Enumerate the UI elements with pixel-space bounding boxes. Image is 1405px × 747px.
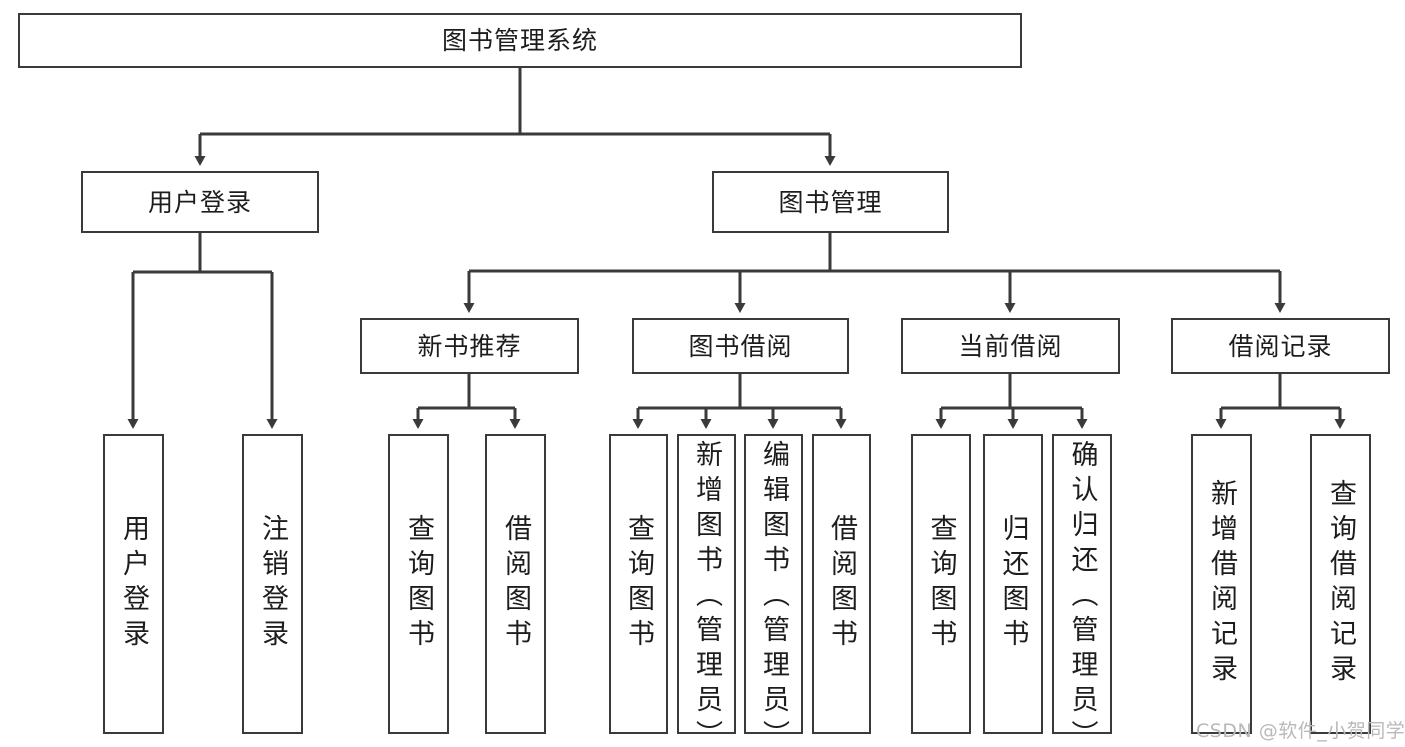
node-leaf-confirm-return-label: 确认归还（管理员） [1066,440,1098,747]
node-leaf-borrow-book-1-label: 借阅图书 [500,514,531,654]
node-leaf-borrow-book-2[interactable]: 借阅图书 [812,434,871,734]
node-book-manage-label: 图书管理 [778,187,883,217]
node-leaf-query-book-3-label: 查询图书 [925,514,957,654]
node-leaf-add-record[interactable]: 新增借阅记录 [1191,434,1252,734]
node-book-borrow-label: 图书借阅 [688,331,793,361]
node-borrow-record-label: 借阅记录 [1228,331,1333,361]
node-leaf-edit-book[interactable]: 编辑图书（管理员） [744,434,803,747]
node-user-login[interactable]: 用户登录 [81,171,319,233]
node-leaf-query-book-1-label: 查询图书 [403,514,434,654]
node-user-login-label: 用户登录 [147,187,252,217]
node-leaf-user-logout[interactable]: 注销登录 [242,434,303,734]
node-new-book-rec[interactable]: 新书推荐 [360,318,579,374]
node-leaf-edit-book-label: 编辑图书（管理员） [758,440,789,747]
node-leaf-query-book-1[interactable]: 查询图书 [388,434,449,734]
node-root[interactable]: 图书管理系统 [18,13,1022,68]
node-leaf-confirm-return[interactable]: 确认归还（管理员） [1052,434,1112,747]
node-borrow-record[interactable]: 借阅记录 [1171,318,1390,374]
node-new-book-rec-label: 新书推荐 [417,331,522,361]
node-leaf-user-logout-label: 注销登录 [257,514,288,654]
node-current-borrow-label: 当前借阅 [958,331,1063,361]
watermark: CSDN @软件_小贺同学 [1196,720,1405,742]
node-leaf-user-login-label: 用户登录 [118,514,149,654]
node-leaf-query-record[interactable]: 查询借阅记录 [1310,434,1371,734]
node-leaf-query-book-3[interactable]: 查询图书 [911,434,971,734]
node-leaf-query-record-label: 查询借阅记录 [1325,479,1356,689]
node-leaf-return-book[interactable]: 归还图书 [983,434,1043,734]
node-leaf-query-book-2[interactable]: 查询图书 [609,434,668,734]
node-leaf-borrow-book-2-label: 借阅图书 [826,514,857,654]
node-book-manage[interactable]: 图书管理 [712,171,949,233]
node-leaf-return-book-label: 归还图书 [997,514,1029,654]
node-leaf-add-book-label: 新增图书（管理员） [691,440,722,747]
node-root-label: 图书管理系统 [441,26,598,55]
node-leaf-borrow-book-1[interactable]: 借阅图书 [485,434,546,734]
node-leaf-user-login[interactable]: 用户登录 [103,434,164,734]
node-current-borrow[interactable]: 当前借阅 [901,318,1120,374]
node-book-borrow[interactable]: 图书借阅 [632,318,849,374]
node-leaf-add-record-label: 新增借阅记录 [1206,479,1237,689]
node-leaf-query-book-2-label: 查询图书 [623,514,654,654]
node-leaf-add-book[interactable]: 新增图书（管理员） [677,434,736,747]
